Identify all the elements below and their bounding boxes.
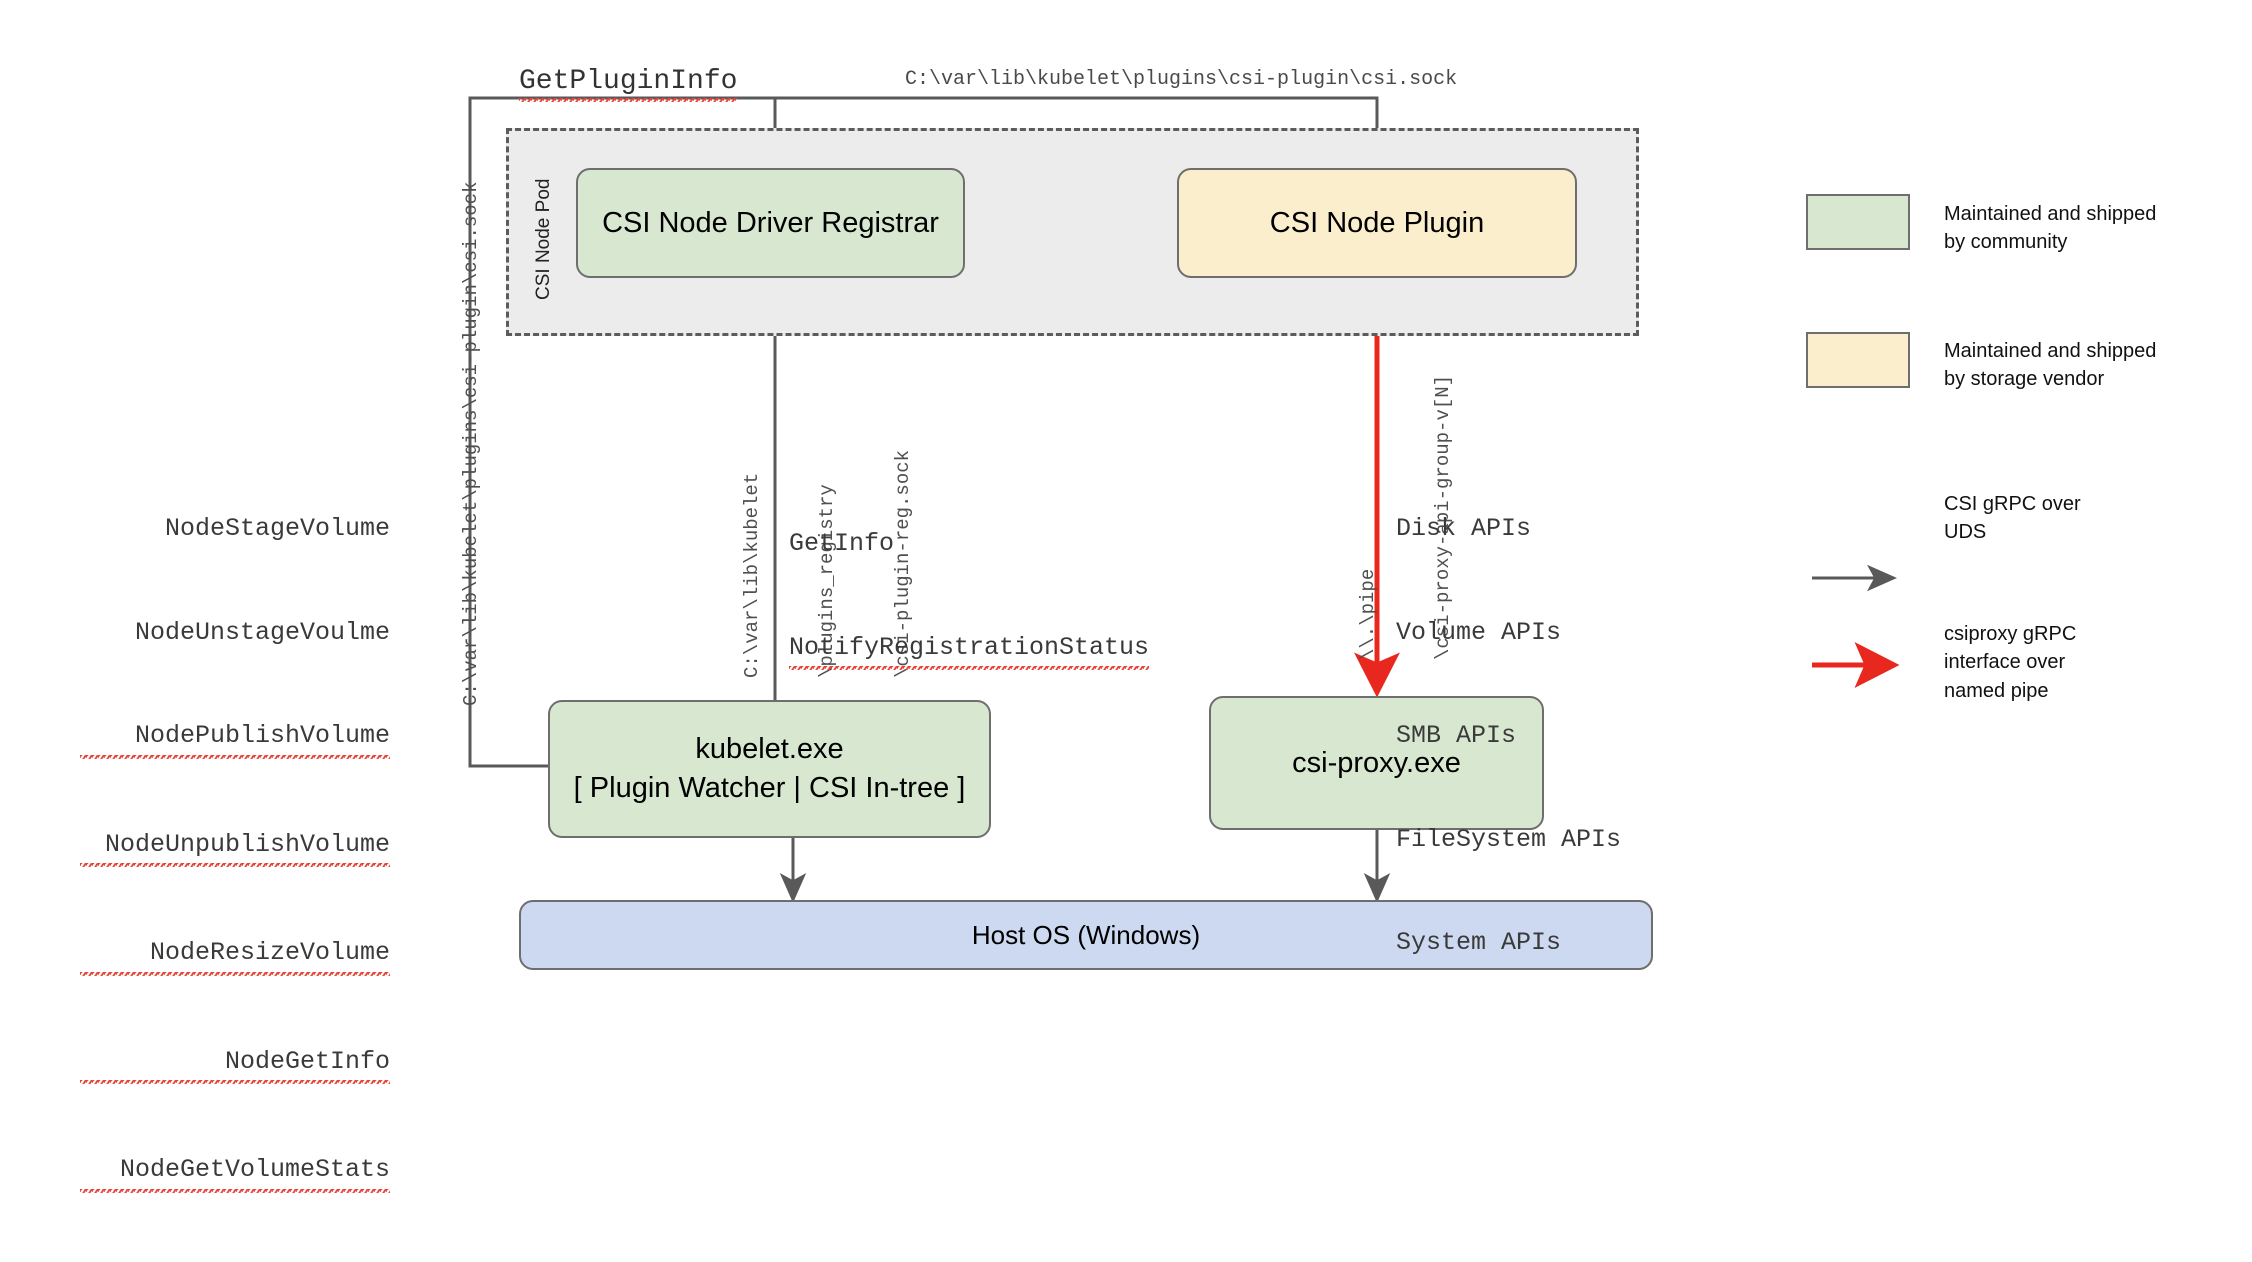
- node-host-os-label: Host OS (Windows): [971, 919, 1201, 950]
- node-csi-node-driver-registrar[interactable]: CSI Node Driver Registrar: [576, 168, 965, 278]
- list-node-service-apis: NodeStageVolume NodeUnstageVoulme NodePu…: [80, 443, 390, 1262]
- legend-label-storage-vendor: Maintained and shipped by storage vendor: [1944, 340, 2157, 391]
- label-csi-sock-path-vertical: C:\var\lib\kubelet\plugins\csi-plugin\cs…: [460, 181, 482, 707]
- label-csi-sock-path-top: C:\var\lib\kubelet\plugins\csi-plugin\cs…: [905, 68, 1458, 91]
- label-named-pipe-line1: \\.\pipe: [1357, 568, 1380, 660]
- node-kubelet-exe-label-line2: [ Plugin Watcher | CSI In-tree ]: [573, 772, 966, 804]
- list-item-node-service-api: NodePublishVolume: [80, 719, 390, 759]
- list-item-node-service-api: NodeGetInfo: [80, 1044, 390, 1084]
- node-csi-node-plugin-label: CSI Node Plugin: [1269, 206, 1485, 239]
- legend-swatch-community: [1806, 194, 1910, 250]
- label-registry-sock-line1: C:\var\lib\kubelet: [741, 472, 764, 678]
- legend-label-csiproxy-grpc-pipe: csiproxy gRPC interface over named pipe: [1944, 623, 2077, 702]
- list-item-node-service-api: NodeStageVolume: [164, 514, 390, 543]
- node-csi-node-plugin[interactable]: CSI Node Plugin: [1177, 168, 1577, 278]
- legend-label-csi-grpc-uds: CSI gRPC over UDS: [1944, 493, 2081, 544]
- node-host-os[interactable]: Host OS (Windows): [519, 900, 1653, 970]
- list-item-csi-proxy-api-group: Disk APIs: [1396, 514, 1532, 543]
- list-item-csi-proxy-api-group: FileSystem APIs: [1396, 824, 1622, 854]
- label-notifyregistrationstatus: NotifyRegistrationStatus: [789, 630, 1150, 670]
- legend-swatch-storage-vendor: [1806, 332, 1910, 388]
- list-item-node-service-api: NodeUnstageVoulme: [134, 617, 390, 647]
- node-csi-node-driver-registrar-label: CSI Node Driver Registrar: [602, 206, 939, 239]
- list-item-node-service-api: NodeResizeVolume: [80, 936, 390, 976]
- list-csi-proxy-api-groups: Disk APIs Volume APIs SMB APIs FileSyste…: [1396, 443, 1621, 1030]
- node-csi-proxy-exe-label: csi-proxy.exe: [1292, 746, 1461, 779]
- label-get-plugin-info: GetPluginInfo: [519, 66, 738, 102]
- node-kubelet-exe[interactable]: kubelet.exe [ Plugin Watcher | CSI In-tr…: [548, 700, 991, 838]
- list-item-node-service-api: NodeUnpublishVolume: [80, 827, 390, 867]
- list-item-csi-proxy-api-group: SMB APIs: [1396, 721, 1517, 750]
- label-getinfo: GetInfo: [789, 529, 895, 558]
- list-item-csi-proxy-api-group: System APIs: [1396, 928, 1562, 957]
- diagram-canvas: CSI Node Pod CSI Node Driver Registrar C…: [80, 66, 2157, 1193]
- label-registration-calls: GetInfo NotifyRegistrationStatus: [789, 458, 1150, 739]
- list-item-csi-proxy-api-group: Volume APIs: [1396, 617, 1562, 647]
- node-kubelet-exe-label-line1: kubelet.exe: [695, 733, 844, 766]
- list-item-node-service-api: NodeGetVolumeStats: [80, 1153, 390, 1193]
- csi-node-pod-label: CSI Node Pod: [533, 178, 554, 300]
- node-csi-proxy-exe[interactable]: csi-proxy.exe: [1209, 696, 1544, 830]
- legend-label-community: Maintained and shipped by community: [1944, 203, 2157, 254]
